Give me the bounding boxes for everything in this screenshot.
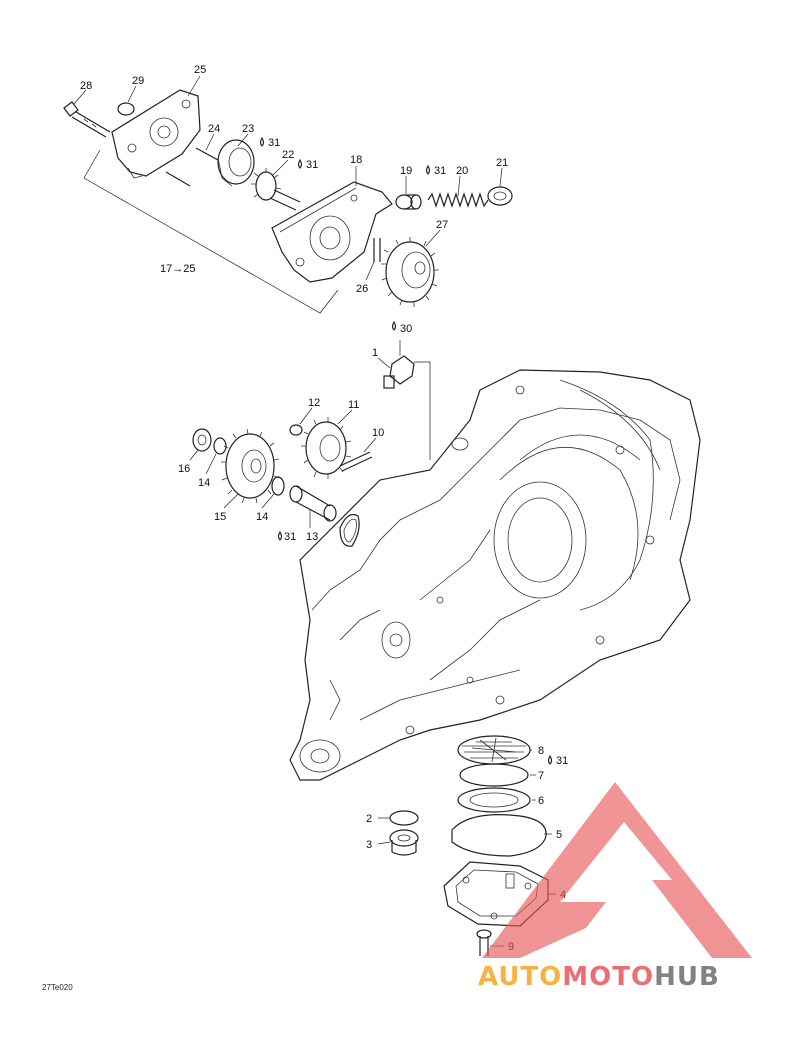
label-31b: 31 (306, 159, 318, 171)
oil-drop-icon (425, 164, 431, 175)
label-31a: 31 (268, 137, 280, 149)
part-labels: 28 29 25 24 23 31 22 31 18 19 31 20 21 2… (80, 64, 568, 953)
label-16: 16 (178, 463, 190, 475)
crankcase-part (289, 369, 701, 781)
label-6: 6 (538, 795, 544, 807)
group-bracket-line (83, 177, 339, 314)
oil-pump-group (63, 89, 513, 314)
label-7: 7 (538, 770, 544, 782)
washer-part-14a (213, 437, 227, 455)
label-28: 28 (80, 80, 92, 92)
seal-ring (339, 513, 360, 547)
gear-part-15 (221, 428, 280, 504)
label-14b: 14 (256, 511, 268, 523)
label-10: 10 (372, 427, 384, 439)
label-22: 22 (282, 149, 294, 161)
gear-part-27 (381, 237, 439, 307)
drawing-code: 27Te020 (42, 983, 73, 992)
watermark-logo: AUTOMOTOHUB (478, 782, 752, 992)
bolt-part-28 (63, 101, 111, 138)
label-15: 15 (214, 511, 226, 523)
rotor-part-23 (217, 139, 255, 187)
label-30: 30 (400, 323, 412, 335)
label-25: 25 (194, 64, 206, 76)
oring-part-7 (459, 763, 529, 787)
spring-part-20 (427, 192, 489, 208)
oil-drop-icon (391, 320, 397, 331)
gear-part-11 (301, 417, 352, 479)
sensor-part-1 (383, 340, 415, 389)
label-3: 3 (366, 839, 372, 851)
label-24: 24 (208, 123, 220, 135)
watermark-triangle (482, 782, 752, 958)
label-26: 26 (356, 283, 368, 295)
label-21: 21 (496, 157, 508, 169)
label-11: 11 (348, 399, 359, 411)
oil-drop-icon (297, 158, 303, 169)
plug-part-19 (395, 194, 422, 210)
oring-part-2 (389, 810, 419, 826)
label-2: 2 (366, 813, 372, 825)
oil-drop-icons (259, 136, 553, 765)
oil-drop-icon (277, 530, 283, 541)
gear-shaft-part-22 (251, 168, 301, 211)
shaft-part-13 (289, 485, 337, 522)
washer-part-14b (271, 476, 285, 496)
bushing-part-16 (192, 428, 212, 452)
oil-drop-icon (259, 136, 265, 147)
label-12: 12 (308, 397, 320, 409)
label-13: 13 (306, 531, 318, 543)
label-19: 19 (400, 165, 412, 177)
plug-part-3 (389, 829, 419, 856)
label-8: 8 (538, 745, 544, 757)
nut-part-21 (487, 186, 513, 206)
pump-body-part-18 (271, 181, 393, 283)
label-20: 20 (456, 165, 468, 177)
label-27: 27 (436, 219, 448, 231)
label-31c: 31 (434, 165, 446, 177)
oring-part-29 (117, 102, 135, 116)
circlip-part-12 (289, 424, 303, 436)
label-5: 5 (556, 829, 562, 841)
label-23: 23 (242, 123, 254, 135)
pin-part-24 (195, 147, 219, 161)
label-31d: 31 (284, 531, 296, 543)
label-29: 29 (132, 75, 144, 87)
oil-drop-icon (547, 754, 553, 765)
strainer-part-8 (457, 735, 531, 765)
label-1: 1 (372, 347, 378, 359)
label-17-25: 17→25 (160, 263, 195, 275)
watermark-text: AUTOMOTOHUB (478, 962, 720, 992)
label-31e: 31 (556, 755, 568, 767)
label-14a: 14 (198, 477, 210, 489)
plate-part-6 (457, 787, 531, 813)
label-18: 18 (350, 154, 362, 166)
pin-part-10 (339, 451, 373, 472)
gear-group (192, 340, 431, 547)
pump-cover-part-25 (111, 89, 201, 179)
gasket-part-5 (451, 814, 547, 857)
pin-part-26 (373, 238, 381, 262)
